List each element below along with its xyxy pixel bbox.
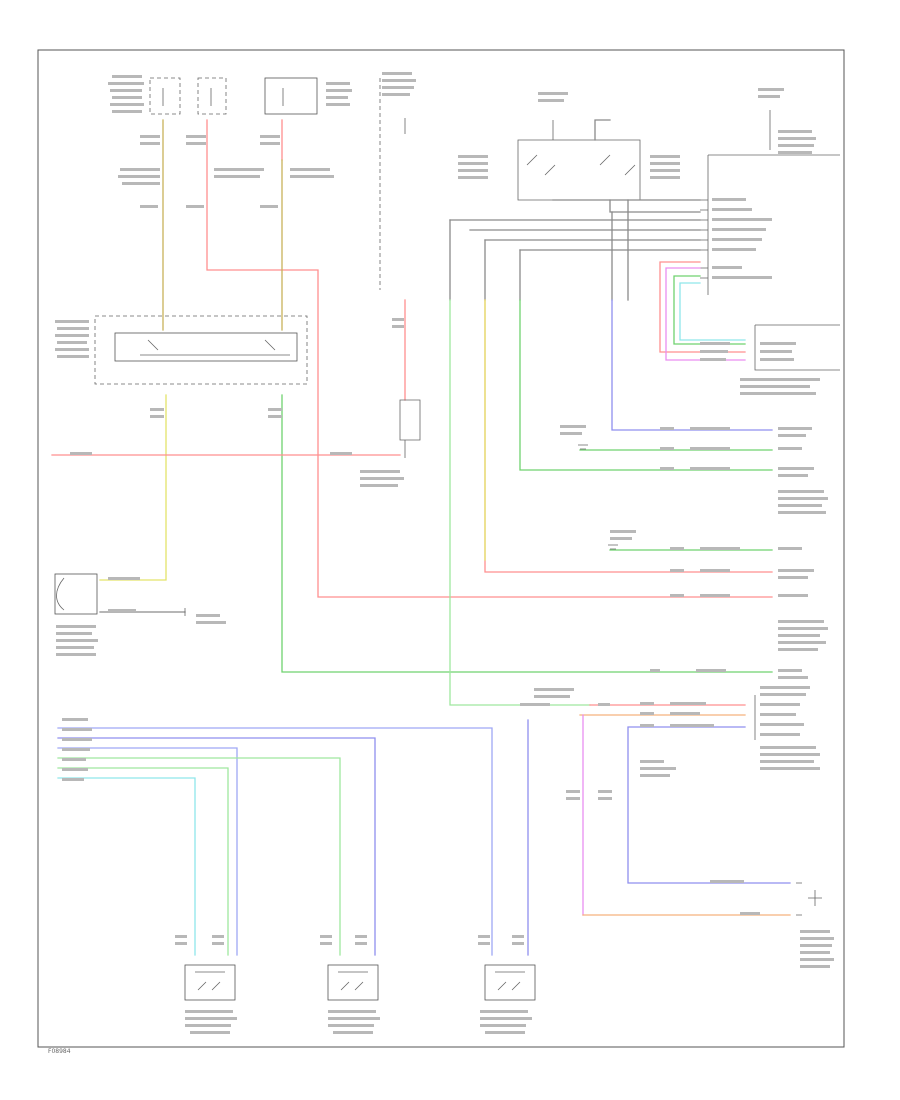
wire-bundle-2 <box>57 737 376 956</box>
wire-red-1 <box>206 119 773 598</box>
wires-gray-top <box>449 119 701 301</box>
sensor-box <box>54 573 98 615</box>
switch-module-box <box>94 315 308 385</box>
switch-contacts-top <box>526 154 636 176</box>
wire-yellow-1 <box>99 394 167 581</box>
wire-bundle-5 <box>57 767 229 956</box>
wire-blue-low <box>627 726 791 884</box>
switch-contacts <box>140 339 290 356</box>
switch-inner <box>114 332 298 362</box>
wire-green-1 <box>281 394 773 673</box>
switch-module <box>55 315 308 385</box>
ground-points <box>560 425 636 550</box>
fuse-block-left <box>108 75 352 115</box>
sensor-left <box>54 573 226 656</box>
component-box-3 <box>264 77 318 115</box>
actuator-center <box>320 935 380 1034</box>
actuator-box-3 <box>484 964 536 1001</box>
module-connector-bracket <box>700 154 840 295</box>
wire-tags-left <box>70 135 352 455</box>
sensor-symbol <box>56 577 65 611</box>
switch-group-top-right <box>458 92 680 201</box>
right-terminal-labels <box>778 427 828 679</box>
wire-bundle-6 <box>57 777 196 956</box>
footer-code: F08984 <box>48 1048 71 1055</box>
fuse-box-2 <box>197 77 227 115</box>
wire-bundle-4 <box>57 757 341 956</box>
diagram-frame <box>37 49 845 1048</box>
fuse-box-1 <box>149 77 181 115</box>
switch-group-box <box>517 139 641 201</box>
wire-tags-center <box>650 427 740 672</box>
actuator-box-2 <box>327 964 379 1001</box>
actuator-left <box>175 935 237 1034</box>
relay-top-right <box>758 88 816 154</box>
actuator-right <box>478 935 536 1034</box>
fuse-symbols <box>162 88 284 106</box>
connector-bottom-right <box>796 882 834 968</box>
module-right-mid <box>700 324 840 395</box>
wire-bundle-lower-left <box>57 718 529 956</box>
wire-green-3 <box>519 299 773 471</box>
wire-bundle-3 <box>57 747 238 956</box>
wire-blue-1 <box>611 299 773 431</box>
center-section <box>360 72 421 487</box>
wire-bundle-1 <box>57 727 493 956</box>
actuator-box-1 <box>184 964 236 1001</box>
relay-center <box>399 399 421 441</box>
wires-left-column <box>51 119 773 673</box>
module-lower-right <box>520 686 820 916</box>
